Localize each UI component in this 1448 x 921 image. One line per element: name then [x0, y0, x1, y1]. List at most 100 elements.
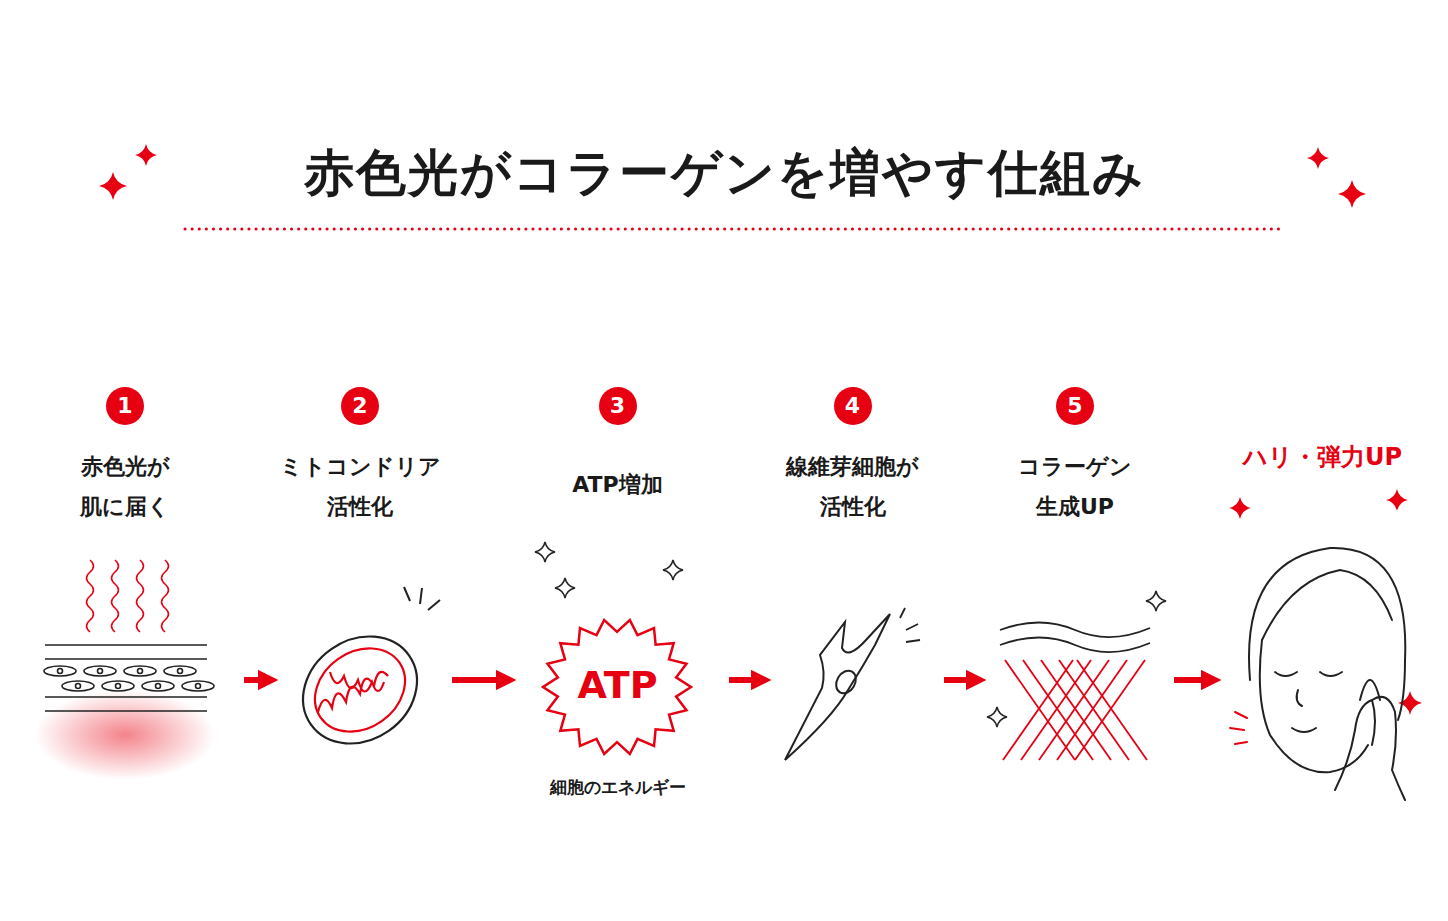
- step-label: コラーゲン 生成UP: [1005, 447, 1145, 527]
- sparkle: [1146, 591, 1166, 611]
- step-column: 5 コラーゲン 生成UP: [980, 385, 1170, 805]
- mitochondria-illustration: [282, 587, 440, 765]
- cell-body: [62, 681, 94, 691]
- cell-nucleus: [138, 669, 143, 674]
- collagen-fiber: [1059, 660, 1129, 760]
- skin-cell: [102, 681, 134, 691]
- cell-body: [164, 666, 196, 676]
- fibroblast-cell: [785, 614, 890, 760]
- callout-number: 2: [341, 387, 379, 425]
- cell-body: [44, 666, 76, 676]
- sparkle-group: [99, 144, 1422, 727]
- sparkle: [663, 560, 683, 580]
- cell-nucleus: [76, 684, 81, 689]
- skin-cell: [164, 666, 196, 676]
- step-label: ミトコンドリア 活性化: [274, 447, 446, 527]
- callout-number: 3: [599, 387, 637, 425]
- cell-body: [124, 666, 156, 676]
- cell-nucleus: [58, 669, 63, 674]
- collagen-fiber: [1003, 660, 1073, 760]
- sparkle: [535, 542, 555, 562]
- activation-rays: [900, 608, 920, 642]
- sparkle: [135, 144, 157, 166]
- skin-cell: [84, 666, 116, 676]
- light-wave: [137, 560, 144, 632]
- step-label: 赤色光が 肌に届く: [65, 447, 185, 527]
- collagen-fiber: [1077, 660, 1147, 760]
- collagen-fiber: [1075, 660, 1145, 760]
- skin-illustration: [35, 560, 215, 780]
- collagen-fibers: [1003, 660, 1147, 760]
- collagen-fiber: [1023, 660, 1093, 760]
- face-illustration: [1230, 548, 1405, 800]
- sparkle: [99, 172, 127, 200]
- hairline: [1262, 570, 1392, 640]
- skin-cell: [62, 681, 94, 691]
- diagram-title: 赤色光がコラーゲンを増やす仕組み: [0, 140, 1448, 207]
- skin-cells: [44, 666, 214, 691]
- collagen-illustration: [1000, 623, 1150, 761]
- step-column: 4 線維芽細胞が 活性化: [765, 385, 940, 805]
- collagen-fiber: [1021, 660, 1091, 760]
- hair-outline: [1249, 548, 1405, 720]
- cell-body: [142, 681, 174, 691]
- dotted-rule: [185, 228, 1283, 231]
- callout-number: 4: [834, 387, 872, 425]
- atp-label: ATP: [543, 663, 693, 709]
- red-glow: [35, 690, 215, 780]
- skin-surface: [1000, 638, 1150, 653]
- cell-nucleus: [116, 684, 121, 689]
- skin-cell: [182, 681, 214, 691]
- flow-arrow: [452, 677, 500, 683]
- skin-layers: [45, 645, 207, 711]
- skin-surface: [1000, 623, 1150, 638]
- outer-membrane: [282, 615, 438, 766]
- skin-cell: [44, 666, 76, 676]
- sparkle: [1229, 497, 1251, 519]
- face-outline: [1260, 640, 1368, 772]
- collagen-fiber: [1057, 660, 1127, 760]
- step-column: 2 ミトコンドリア 活性化: [272, 385, 448, 805]
- collagen-fiber: [1041, 660, 1111, 760]
- nucleus: [832, 667, 860, 697]
- activation-rays: [404, 587, 440, 610]
- callout-number: 5: [1056, 387, 1094, 425]
- cell-nucleus: [178, 669, 183, 674]
- step-label: ATP増加: [518, 465, 718, 505]
- light-wave: [87, 560, 94, 632]
- cell-body: [182, 681, 214, 691]
- closed-eyes: [1275, 672, 1342, 676]
- collagen-fiber: [1005, 660, 1075, 760]
- atp-caption: 細胞のエネルギー: [518, 777, 718, 797]
- skin-cell: [142, 681, 174, 691]
- cell-nucleus: [196, 684, 201, 689]
- cell-body: [84, 666, 116, 676]
- flow-arrow: [944, 677, 970, 683]
- ear: [1360, 680, 1380, 700]
- callout-number: 1: [106, 387, 144, 425]
- hand: [1335, 697, 1405, 800]
- glow-rays: [1230, 712, 1247, 744]
- cell-nucleus: [98, 669, 103, 674]
- sparkle: [555, 578, 575, 598]
- skin-cell: [124, 666, 156, 676]
- step-label: ハリ・弾力UP: [1218, 437, 1428, 477]
- collagen-fiber: [1039, 660, 1109, 760]
- sparkle: [1307, 147, 1329, 169]
- smile: [1292, 728, 1316, 732]
- sparkle: [1386, 489, 1408, 511]
- sparkle: [987, 707, 1007, 727]
- step-label: 線維芽細胞が 活性化: [773, 447, 933, 527]
- inner-membrane: [299, 631, 421, 748]
- cristae: [318, 672, 388, 712]
- step-column: ハリ・弾力UP: [1215, 385, 1430, 805]
- cell-body: [102, 681, 134, 691]
- flow-arrow: [1174, 677, 1205, 683]
- step-column: 3ATP増加 ATP 細胞のエネルギー: [510, 385, 725, 805]
- flow-arrow: [244, 677, 262, 683]
- light-wave: [162, 560, 169, 632]
- step-column: 1 赤色光が 肌に届く: [10, 385, 240, 805]
